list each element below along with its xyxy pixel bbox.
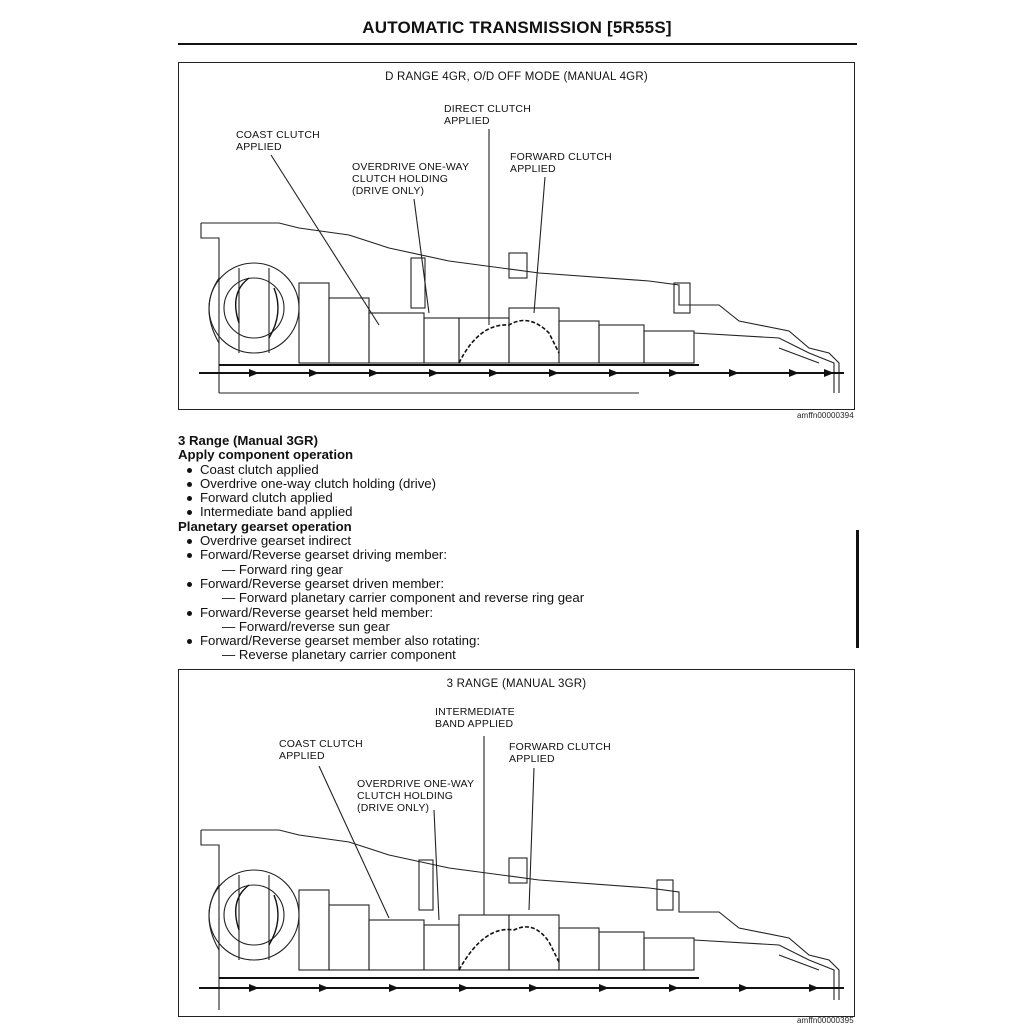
list-item-text: Forward/Reverse gearset driven member:	[200, 575, 445, 591]
list-sub-item: — Forward ring gear	[222, 561, 343, 577]
list-item: Intermediate band applied	[178, 505, 818, 519]
planetary-list: Overdrive gearset indirect Forward/Rever…	[178, 533, 818, 663]
callout-direct-clutch: DIRECT CLUTCH APPLIED	[444, 103, 531, 127]
figure-id: amffn00000394	[797, 411, 854, 420]
list-item-text: Forward/Reverse gearset member also rota…	[200, 633, 480, 649]
section-title: 3 Range (Manual 3GR)	[178, 433, 318, 448]
transmission-cross-section-drawing	[199, 736, 844, 1010]
page-title: AUTOMATIC TRANSMISSION [5R55S]	[362, 18, 672, 37]
list-item: Forward/Reverse gearset member also rota…	[178, 634, 818, 663]
figure-id: amffn00000395	[797, 1016, 854, 1025]
list-item: Forward/Reverse gearset driving member:—…	[178, 548, 818, 577]
callout-coast-clutch: COAST CLUTCH APPLIED	[236, 129, 320, 153]
figure-d-range-4gr: D RANGE 4GR, O/D OFF MODE (MANUAL 4GR) C…	[178, 62, 855, 410]
callout-intermediate-band: INTERMEDIATE BAND APPLIED	[435, 706, 515, 730]
apply-heading: Apply component operation	[178, 447, 354, 463]
section-3-range: 3 Range (Manual 3GR) Apply component ope…	[178, 433, 818, 663]
list-sub-item: — Forward/reverse sun gear	[222, 618, 390, 634]
list-item: Overdrive gearset indirect	[178, 533, 818, 548]
list-item: Forward/Reverse gearset driven member:— …	[178, 575, 818, 606]
list-item: Overdrive one-way clutch holding (drive)	[178, 476, 818, 491]
transmission-cross-section-drawing	[199, 129, 844, 394]
figure-3-range: 3 RANGE (MANUAL 3GR) COAST CLUTCH APPLIE…	[178, 669, 855, 1017]
list-item: Coast clutch applied	[178, 462, 818, 477]
list-item: Forward/Reverse gearset held member:— Fo…	[178, 604, 818, 635]
list-sub-item: — Forward planetary carrier component an…	[222, 590, 585, 606]
figure-caption: D RANGE 4GR, O/D OFF MODE (MANUAL 4GR)	[385, 71, 648, 83]
callout-coast-clutch: COAST CLUTCH APPLIED	[279, 738, 363, 762]
callout-overdrive-one-way-clutch: OVERDRIVE ONE-WAY CLUTCH HOLDING (DRIVE …	[352, 161, 470, 197]
list-item: Forward clutch applied	[178, 490, 818, 505]
revision-bar	[856, 530, 859, 648]
figure-caption: 3 RANGE (MANUAL 3GR)	[446, 678, 587, 690]
list-item-text: Forward/Reverse gearset driving member:	[200, 547, 447, 563]
list-sub-item: — Reverse planetary carrier component	[222, 647, 456, 663]
callout-overdrive-one-way-clutch: OVERDRIVE ONE-WAY CLUTCH HOLDING (DRIVE …	[357, 778, 475, 814]
callout-forward-clutch: FORWARD CLUTCH APPLIED	[509, 741, 611, 765]
callout-forward-clutch: FORWARD CLUTCH APPLIED	[510, 151, 612, 175]
title-rule	[178, 43, 857, 45]
planetary-heading: Planetary gearset operation	[178, 518, 352, 534]
apply-list: Coast clutch applied Overdrive one-way c…	[178, 462, 818, 520]
list-item-text: Forward/Reverse gearset held member:	[200, 604, 434, 620]
